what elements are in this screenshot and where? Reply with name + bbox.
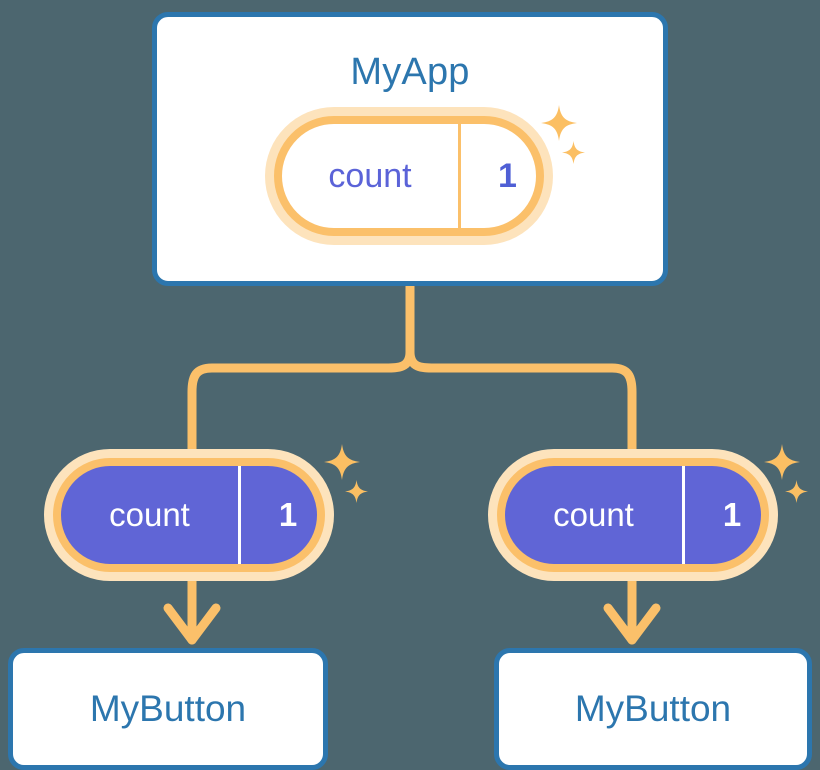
- state-key: count: [328, 156, 412, 195]
- pill-divider: [458, 124, 461, 228]
- pill-divider: [238, 466, 241, 564]
- connector-left-branch: [187, 347, 415, 457]
- state-value: 1: [278, 496, 298, 533]
- page-title: MyApp: [350, 51, 470, 93]
- app-state-pill[interactable]: count 1: [265, 107, 553, 245]
- sparkle-icon: [764, 444, 800, 480]
- pill-divider: [682, 466, 685, 564]
- state-key: count: [553, 496, 634, 533]
- state-value: 1: [722, 496, 742, 533]
- my-button-left[interactable]: MyButton: [8, 648, 328, 770]
- sparkle-icon: [345, 480, 368, 503]
- child-state-pill-left[interactable]: count 1: [44, 449, 334, 581]
- arrow-down-icon-right: [603, 573, 661, 645]
- state-key: count: [109, 496, 190, 533]
- arrow-down-icon-left: [163, 573, 221, 645]
- connector-right-branch: [405, 347, 637, 457]
- sparkle-icon: [785, 480, 808, 503]
- my-button-right[interactable]: MyButton: [494, 648, 812, 770]
- child-state-pill-right[interactable]: count 1: [488, 449, 778, 581]
- sparkle-icon: [324, 444, 360, 480]
- button-label: MyButton: [574, 688, 732, 729]
- state-value: 1: [498, 156, 517, 195]
- button-label: MyButton: [89, 688, 247, 729]
